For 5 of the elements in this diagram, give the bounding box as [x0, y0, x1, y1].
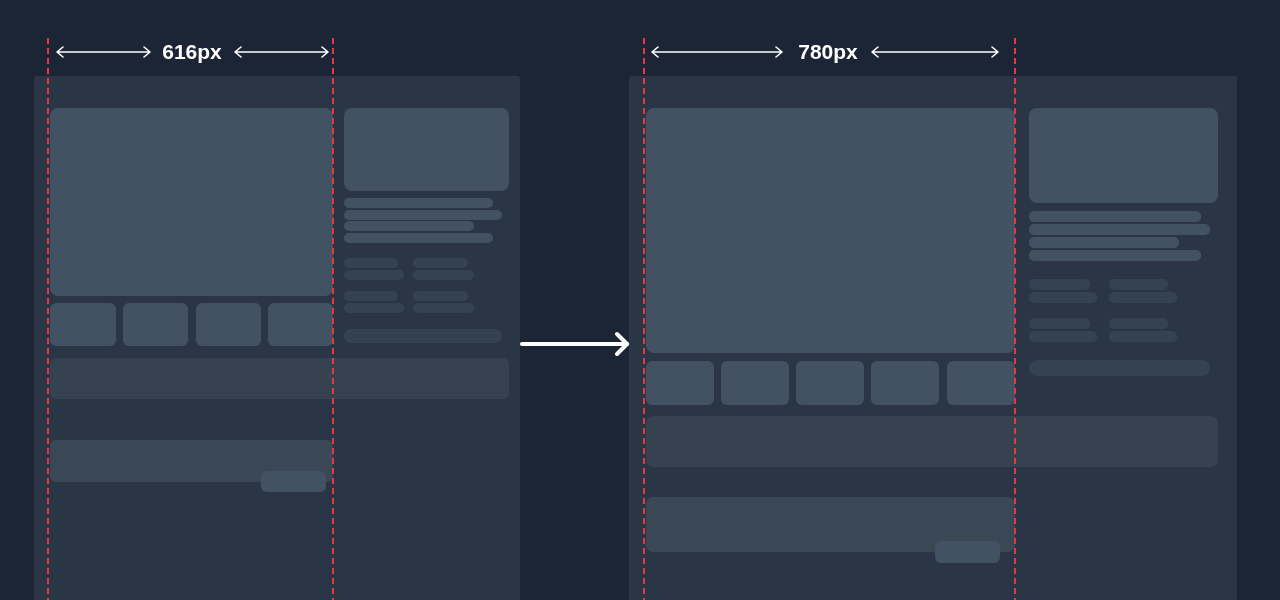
dimension-label: 616px	[162, 40, 222, 64]
webpage-wireframe-drawing	[34, 76, 520, 600]
dimension-label: 780px	[798, 40, 858, 64]
webpage-wireframe-drawing	[629, 76, 1237, 600]
arrow	[520, 332, 629, 356]
